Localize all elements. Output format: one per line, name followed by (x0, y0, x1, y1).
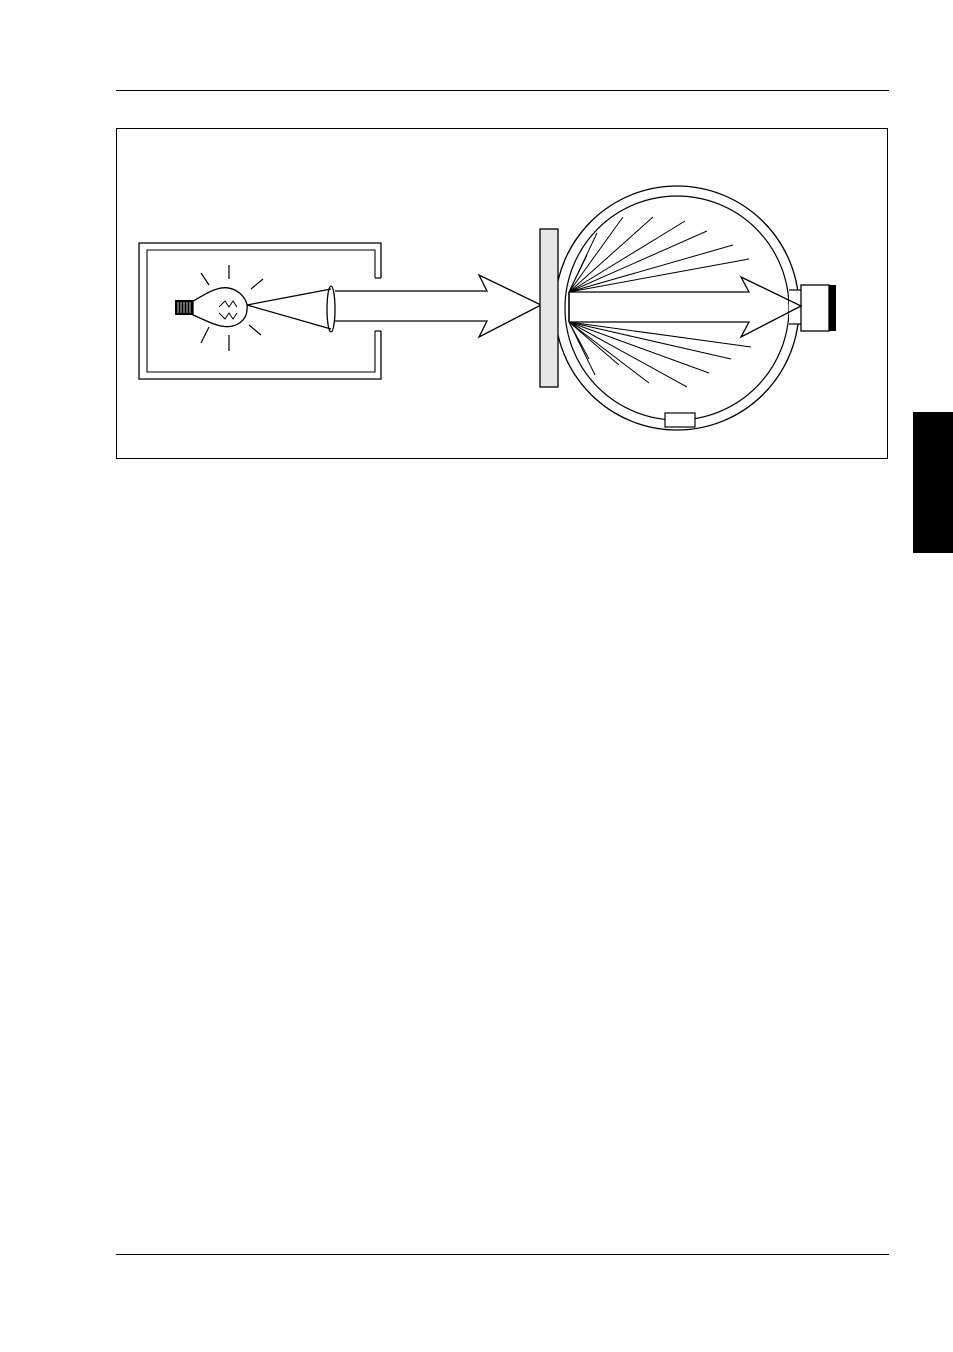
header-rule (116, 90, 889, 91)
integrating-sphere (555, 186, 801, 430)
optical-diagram (117, 129, 889, 460)
figure-frame (116, 128, 888, 459)
detector (801, 285, 836, 331)
light-cone (247, 289, 331, 329)
condenser-lens (327, 286, 335, 332)
chapter-thumb-tab (913, 412, 953, 553)
light-beam-arrow (335, 275, 541, 337)
light-bulb-icon (175, 265, 263, 351)
sample-plate (540, 229, 558, 387)
footer-rule (116, 1254, 889, 1255)
scattered-light-rays (569, 217, 751, 387)
